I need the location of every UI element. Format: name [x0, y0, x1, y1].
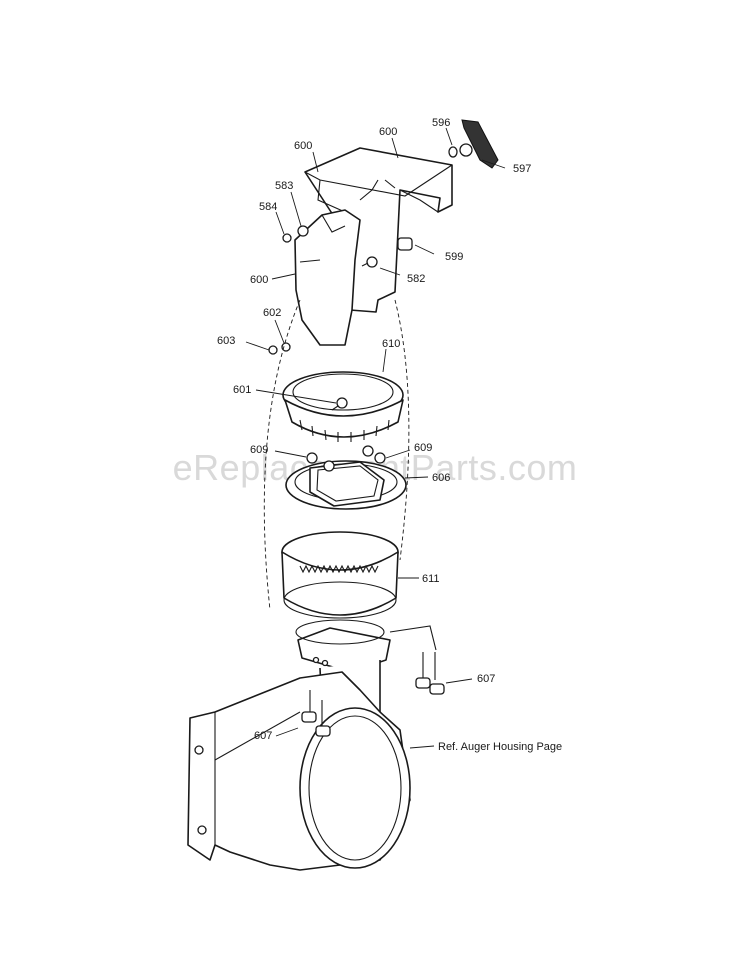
callout-599: 599	[445, 251, 463, 263]
callout-611: 611	[422, 573, 440, 585]
callout-601: 601	[233, 384, 251, 396]
callout-603: 603	[217, 335, 235, 347]
callout-607-left: 607	[254, 730, 272, 742]
callout-602: 602	[263, 307, 281, 319]
callout-609-right: 609	[414, 442, 432, 454]
chute-flange-ring	[282, 371, 404, 442]
callout-582: 582	[407, 273, 425, 285]
callout-610: 610	[382, 338, 400, 350]
callout-600-chute: 600	[250, 274, 268, 286]
upper-chute	[294, 209, 361, 346]
callout-labels: 600 600 596 597 583 584 599 582 600 602 …	[217, 117, 562, 753]
callout-584: 584	[259, 201, 277, 213]
callout-607-right: 607	[477, 673, 495, 685]
deflector-hardware	[268, 119, 499, 355]
callout-609-left: 609	[250, 444, 268, 456]
callout-leaders	[245, 127, 506, 749]
reference-note: Ref. Auger Housing Page	[438, 741, 562, 753]
callout-597: 597	[513, 163, 531, 175]
callout-596: 596	[432, 117, 450, 129]
auger-housing	[187, 671, 411, 871]
callout-606: 606	[432, 472, 450, 484]
callout-600-top: 600	[379, 126, 397, 138]
callout-600-deflector: 600	[294, 140, 312, 152]
mounting-bolts	[301, 625, 445, 737]
chute-rotation-ring	[281, 531, 399, 619]
chute-bearing-plate	[285, 445, 407, 510]
callout-583: 583	[275, 180, 293, 192]
